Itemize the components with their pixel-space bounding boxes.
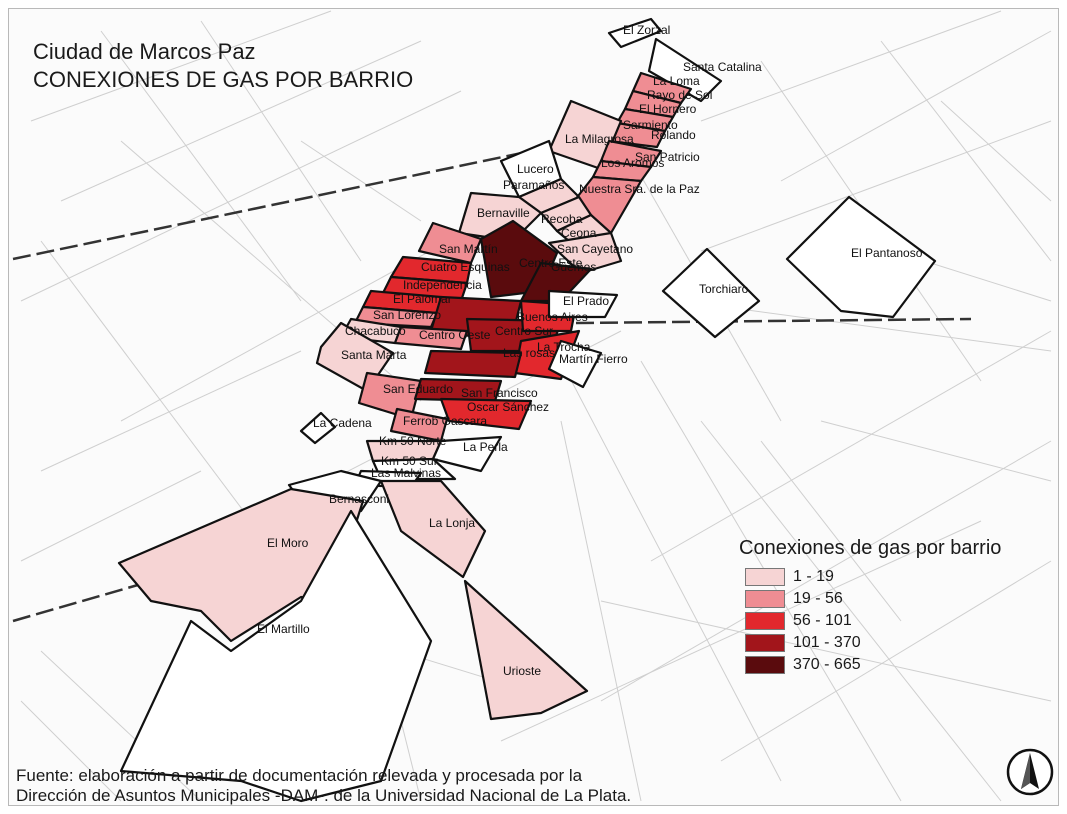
legend-label: 370 - 665	[793, 656, 861, 673]
legend-item: 56 - 101	[745, 610, 1001, 632]
label-barrio: Rolando	[651, 128, 696, 142]
legend: Conexiones de gas por barrio 1 - 19 19 -…	[739, 537, 1001, 676]
legend-item: 1 - 19	[745, 566, 1001, 588]
label-barrio: El Martillo	[257, 622, 310, 636]
barrio-el-prado[interactable]	[547, 289, 619, 319]
source-note-line2: Dirección de Asuntos Municipales -DAM-. …	[16, 786, 632, 805]
legend-swatch	[745, 590, 785, 608]
label-barrio: La Milagrosa	[565, 132, 634, 146]
map-title: Ciudad de Marcos Paz	[33, 39, 256, 64]
legend-label: 19 - 56	[793, 590, 843, 607]
label-barrio: La Lonja	[429, 516, 475, 530]
label-barrio: Km 50 Norte	[379, 434, 447, 448]
label-barrio: Cuatro Esquinas	[421, 260, 510, 274]
label-barrio: Recoba	[541, 212, 583, 226]
label-barrio: La Perla	[463, 440, 508, 454]
label-barrio: El Pantanoso	[851, 246, 923, 260]
barrio-labels: El Zorzal Santa Catalina La Loma Rayo de…	[257, 23, 923, 678]
label-barrio: El Palomar	[393, 292, 452, 306]
label-barrio: Santa Marta	[341, 348, 407, 362]
legend-label: 101 - 370	[793, 634, 861, 651]
label-barrio: Oscar Sánchez	[467, 400, 549, 414]
legend-label: 56 - 101	[793, 612, 852, 629]
legend-item: 101 - 370	[745, 632, 1001, 654]
label-barrio: El Moro	[267, 536, 309, 550]
legend-label: 1 - 19	[793, 568, 834, 585]
label-barrio: Nuestra Sra. de la Paz	[579, 182, 700, 196]
legend-swatch	[745, 656, 785, 674]
legend-swatch	[745, 634, 785, 652]
label-barrio: San Martín	[439, 242, 498, 256]
label-barrio: La Trocha	[537, 340, 591, 354]
label-barrio: La Cadena	[313, 416, 372, 430]
label-barrio: Buenos Aires	[517, 310, 588, 324]
label-barrio: El Hornero	[639, 102, 697, 116]
label-barrio: Sarmiento	[623, 118, 678, 132]
label-barrio: Paramaños	[503, 178, 564, 192]
label-barrio: Independencia	[403, 278, 482, 292]
label-barrio: Bernaville	[477, 206, 530, 220]
label-barrio: Centro Sur	[495, 324, 553, 338]
legend-item: 19 - 56	[745, 588, 1001, 610]
label-barrio: Bernasconi	[329, 492, 389, 506]
label-barrio: El Zorzal	[623, 23, 670, 37]
barrio-san-cayetano[interactable]	[547, 231, 623, 275]
label-barrio: Ferrob Gascara	[403, 414, 487, 428]
barrio-el-zorzal[interactable]	[607, 17, 663, 49]
label-barrio: Centro Oeste	[419, 328, 491, 342]
barrio-santa-catalina[interactable]	[647, 37, 723, 103]
label-barrio: Las rosas	[503, 346, 555, 360]
legend-swatch	[745, 568, 785, 586]
label-barrio: San Eduardo	[383, 382, 453, 396]
label-barrio: San Francisco	[461, 386, 538, 400]
label-barrio: Ceona	[561, 226, 597, 240]
barrio-el-pantanoso[interactable]	[785, 195, 937, 319]
barrio-la-perla[interactable]	[431, 435, 503, 473]
barrio-centro-oeste[interactable]	[393, 325, 469, 351]
legend-title: Conexiones de gas por barrio	[739, 537, 1002, 559]
label-barrio: Chacabuco	[345, 324, 406, 338]
label-barrio: San Patricio	[635, 150, 700, 164]
barrio-la-lonja[interactable]	[379, 479, 487, 579]
legend-swatch	[745, 612, 785, 630]
map-frame: El Zorzal Santa Catalina La Loma Rayo de…	[8, 8, 1059, 806]
label-barrio: Los Aromos	[601, 156, 664, 170]
barrio-polygons	[117, 17, 937, 803]
label-barrio: Centro Este	[519, 256, 583, 270]
label-barrio: Las Malvinas	[371, 466, 441, 480]
map-subtitle: CONEXIONES DE GAS POR BARRIO	[33, 67, 414, 92]
barrio-la-cadena[interactable]	[299, 411, 337, 445]
barrio-el-martillo[interactable]	[119, 509, 433, 803]
label-barrio: Torchiaro	[699, 282, 749, 296]
label-barrio: Lucero	[517, 162, 554, 176]
label-barrio: Urioste	[503, 664, 541, 678]
barrio-las-rosas[interactable]	[423, 349, 523, 379]
label-barrio: El Prado	[563, 294, 609, 308]
source-note-line1: Fuente: elaboración a partir de document…	[16, 766, 583, 785]
label-barrio: San Lorenzo	[373, 308, 441, 322]
barrio-urioste[interactable]	[463, 579, 589, 721]
label-barrio: Km 50 Sur	[381, 454, 438, 468]
label-barrio: San Cayetano	[557, 242, 633, 256]
label-barrio: Rayo de Sol	[647, 88, 712, 102]
label-barrio: Güemes	[551, 260, 596, 274]
label-barrio: La Loma	[653, 74, 700, 88]
label-barrio: Santa Catalina	[683, 60, 762, 74]
north-arrow-icon	[1006, 748, 1054, 796]
barrio-el-moro[interactable]	[117, 487, 365, 643]
legend-item: 370 - 665	[745, 654, 1001, 676]
barrio-torchiaro[interactable]	[661, 247, 761, 339]
label-barrio: Martín Fierro	[559, 352, 628, 366]
barrio-oscar-sanchez[interactable]	[439, 397, 533, 431]
barrio-martin-fierro[interactable]	[547, 339, 603, 389]
map-canvas: El Zorzal Santa Catalina La Loma Rayo de…	[12, 10, 1052, 803]
